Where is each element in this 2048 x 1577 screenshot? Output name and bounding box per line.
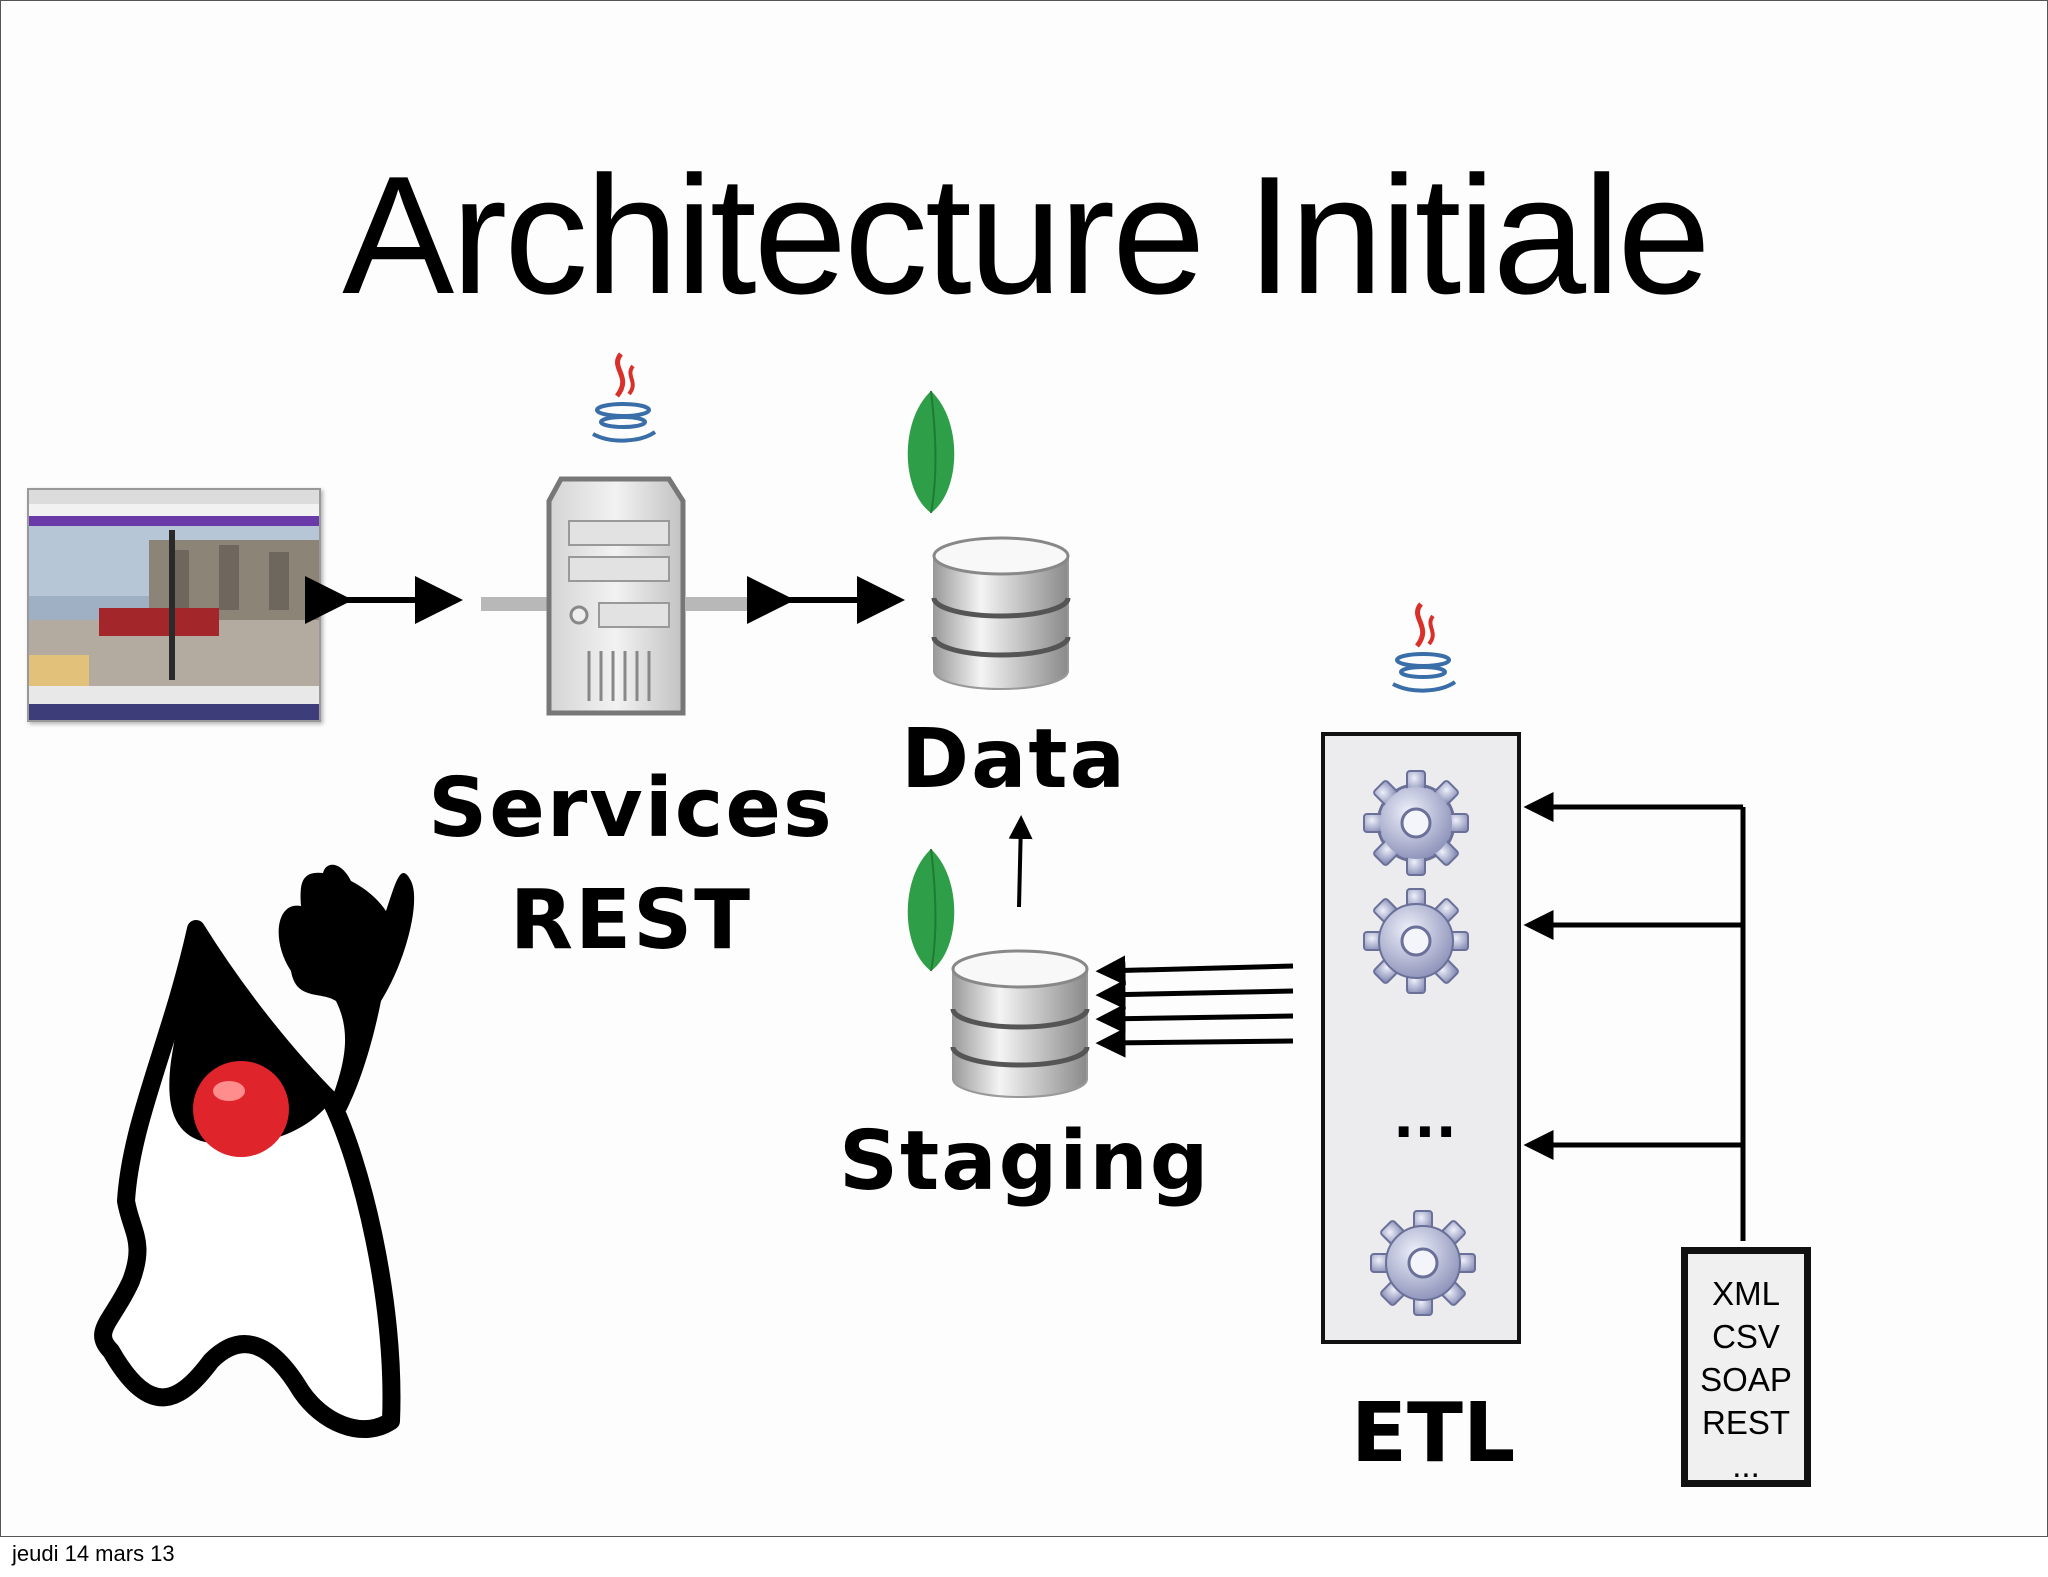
services-label-line1: Services <box>428 761 834 856</box>
format-item: ... <box>1732 1447 1760 1484</box>
format-item: XML <box>1712 1275 1780 1312</box>
services-label-line2: REST <box>509 873 753 968</box>
format-item: REST <box>1701 1404 1790 1441</box>
formats-box: XML CSV SOAP REST ... <box>1681 1247 1811 1487</box>
slide-title: Architecture Initiale <box>342 141 1711 329</box>
slide: Architecture Initiale <box>0 0 2048 1537</box>
format-item: CSV <box>1712 1318 1780 1355</box>
gear-icon <box>1370 1210 1476 1316</box>
services-rest-label: Services REST <box>421 753 841 977</box>
java-logo-icon <box>1392 602 1457 693</box>
arrow-staging-to-data <box>1008 815 1033 908</box>
etl-ellipsis: ... <box>1393 1086 1457 1151</box>
database-icon <box>931 536 1071 690</box>
mongodb-leaf-icon <box>907 390 955 514</box>
staging-label: Staging <box>839 1114 1211 1209</box>
format-item: SOAP <box>1700 1361 1792 1398</box>
data-label: Data <box>901 712 1127 807</box>
gear-icon <box>1363 770 1469 876</box>
java-logo-icon <box>592 352 657 443</box>
etl-to-staging-arrows <box>1095 955 1294 1058</box>
database-icon <box>950 949 1090 1098</box>
server-icon <box>481 476 764 716</box>
mongodb-leaf-icon <box>907 848 955 972</box>
etl-label: ETL <box>1351 1386 1516 1481</box>
footer-date: jeudi 14 mars 13 <box>12 1541 175 1566</box>
sources-to-etl-connector <box>1523 792 1746 1241</box>
browser-screenshot <box>27 488 321 722</box>
gear-icon <box>1363 888 1469 994</box>
